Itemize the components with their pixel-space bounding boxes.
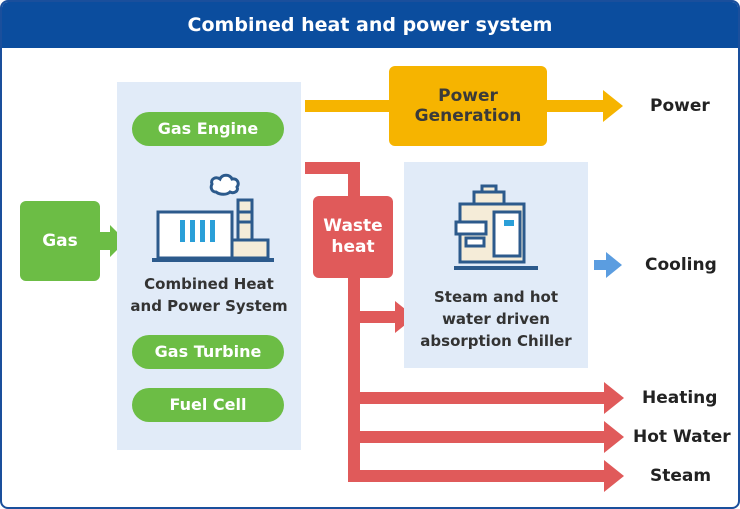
chp-plant-icon [152, 173, 274, 262]
gas-turbine-pill: Gas Turbine [132, 335, 284, 369]
power-line [305, 100, 389, 112]
heating-line [348, 392, 606, 404]
waste-heat-box: Waste heat [313, 196, 393, 278]
gas-label: Gas [42, 231, 78, 251]
steam-line [348, 470, 606, 482]
power-out-line [547, 100, 605, 112]
absorption-chiller-icon [454, 184, 538, 270]
fuel-cell-pill: Fuel Cell [132, 388, 284, 422]
waste-top-line [305, 162, 360, 174]
hot-water-arrow [604, 421, 624, 453]
chiller-feed-line [348, 311, 396, 323]
output-heating: Heating [642, 388, 718, 408]
output-power: Power [650, 96, 710, 116]
gas-box: Gas [20, 201, 100, 281]
output-cooling: Cooling [645, 255, 717, 275]
steam-arrow [604, 460, 624, 492]
chiller-label: Steam and hot water driven absorption Ch… [420, 288, 572, 350]
chp-system-label: Combined Heat and Power System [130, 275, 288, 315]
heating-arrow [604, 382, 624, 414]
hot-water-line [348, 431, 606, 443]
power-generation-box: Power Generation [389, 66, 547, 146]
power-arrow [603, 90, 623, 122]
diagram-title: Combined heat and power system [2, 2, 738, 48]
gas-arrow [100, 225, 126, 257]
cooling-arrow [594, 252, 622, 278]
gas-engine-pill: Gas Engine [132, 112, 284, 146]
output-steam: Steam [650, 466, 712, 486]
output-hot-water: Hot Water [633, 427, 731, 447]
